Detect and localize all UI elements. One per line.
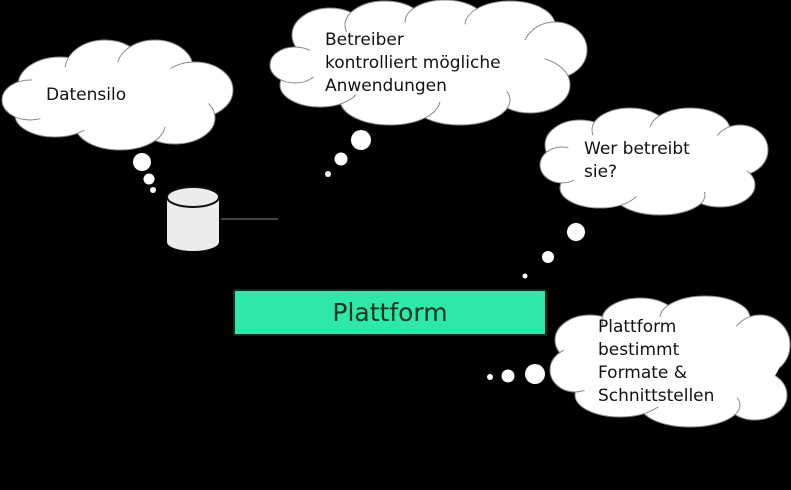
bubble-text-datensilo: Datensilo — [46, 85, 127, 105]
thought-dots-formate — [487, 364, 545, 384]
database-cylinder-icon — [166, 186, 220, 251]
bubble-text-formate: Plattform bestimmt Formate & Schnittstel… — [598, 317, 715, 406]
bubble-text-betreiber: Betreiber kontrolliert mögliche Anwendun… — [325, 30, 501, 96]
thought-cloud-datensilo — [1, 39, 234, 151]
thought-dots-wer-betreibt — [522, 223, 585, 279]
platform-box: Plattform — [233, 289, 547, 336]
thought-dots-datensilo — [133, 153, 156, 193]
bubble-text-wer-betreibt: Wer betreibt sie? — [584, 139, 690, 182]
thought-dots-betreiber — [325, 130, 371, 177]
platform-label: Plattform — [332, 298, 448, 327]
thought-cloud-betreiber — [269, 0, 588, 126]
thought-cloud-wer-betreibt — [539, 107, 769, 216]
thought-cloud-formate — [549, 295, 791, 428]
